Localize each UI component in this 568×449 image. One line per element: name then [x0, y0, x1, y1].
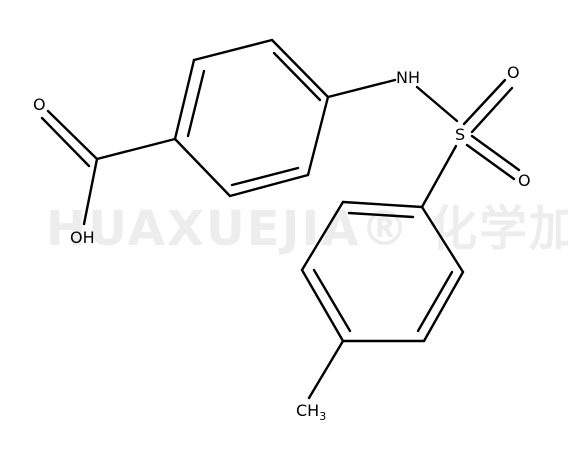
s-o-top-bond-2 [470, 86, 514, 134]
carbonyl-bond-1 [46, 109, 99, 161]
ring1-bond-e [173, 137, 232, 198]
ring1-bond-f [173, 58, 196, 141]
ring1-double-b [272, 51, 322, 102]
ring2-bond-a [341, 200, 424, 209]
ring2-bond-e [422, 270, 465, 343]
carboxyl-group [40, 109, 177, 226]
amine-label: NH [396, 68, 420, 87]
s-to-ring-bond [420, 144, 458, 209]
s-o-right-bond-2 [465, 143, 516, 181]
carbonyl-oxygen-label: O [33, 95, 46, 114]
hydroxyl-bond [82, 157, 99, 226]
ring2-double-a [347, 211, 415, 219]
ring1-double-a [186, 69, 206, 138]
sulfonyl-oxygen-right-label: O [518, 171, 531, 190]
methyl-bond [307, 339, 345, 400]
hydroxyl-label: OH [70, 228, 95, 247]
methyl-main: CH [296, 401, 319, 420]
nh-to-s-bond [415, 85, 459, 123]
s-o-right-bond-1 [470, 134, 521, 172]
carbonyl-bond-2 [40, 116, 91, 168]
sulfonyl-oxygen-top-label: O [507, 63, 520, 82]
methyl-label: CH3 [296, 401, 326, 423]
ring2-double-b [312, 268, 352, 333]
ring1-bond-d [228, 173, 310, 198]
ring2-double-c [416, 270, 454, 333]
ring2-bond-b [300, 200, 345, 272]
s-o-top-bond-1 [462, 78, 507, 126]
ring1-bond-c [306, 95, 330, 177]
ring1-bond-a [192, 38, 274, 62]
watermark: HUAXUEJIA® 化学加 [46, 201, 568, 257]
toluene-ring [300, 200, 465, 343]
ring2-bond-f [420, 205, 465, 274]
ring1-bond-b [270, 38, 330, 99]
methyl-subscript: 3 [319, 410, 326, 423]
ring-to-nh-bond [326, 78, 397, 99]
ring1-double-c [230, 166, 300, 187]
ring-to-carboxyl-bond [95, 137, 177, 161]
sulfonamide-linkage [326, 78, 521, 209]
ring2-bond-c [300, 268, 345, 343]
sulfur-label: S [455, 125, 465, 144]
benzoic-ring [173, 38, 330, 198]
